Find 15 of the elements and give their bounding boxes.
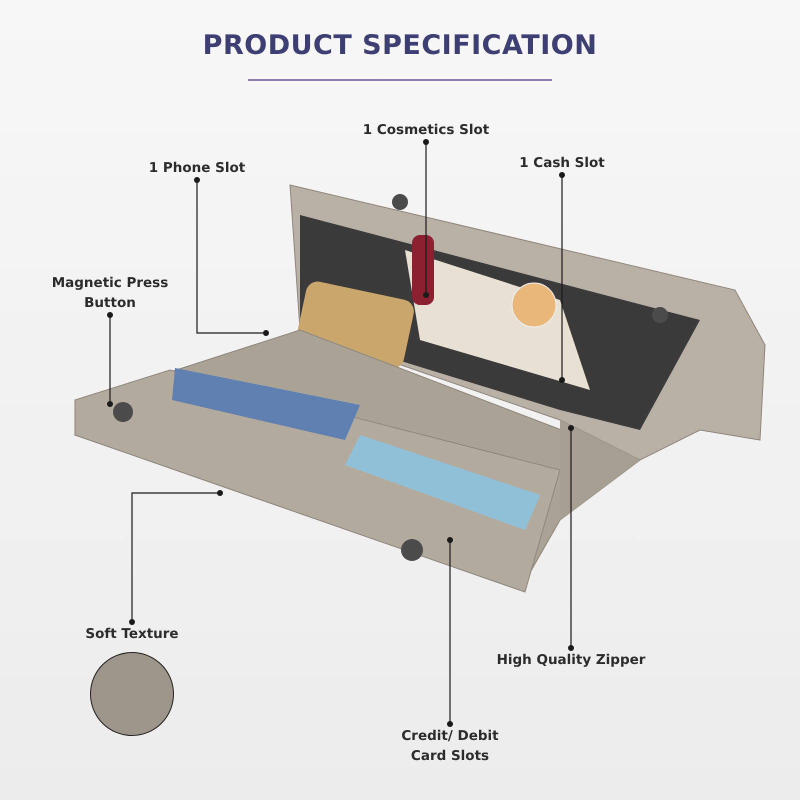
feature-label: Credit/ Debit Card Slots [400, 727, 500, 766]
feature-label: 1 Cash Slot [519, 154, 605, 173]
feature-label: High Quality Zipper [496, 651, 646, 670]
leader-line [559, 172, 565, 383]
leader-line [447, 537, 453, 727]
title: PRODUCT SPECIFICATION [202, 30, 598, 61]
feature-label: Magnetic Press Button [50, 274, 170, 313]
feature-label: 1 Cosmetics Slot [362, 121, 490, 140]
feature-label: 1 Phone Slot [148, 159, 246, 178]
feature-label: Soft Texture [85, 625, 179, 644]
leader-line [194, 177, 269, 336]
leader-line [568, 425, 574, 651]
leader-line [423, 139, 429, 298]
leader-line [129, 490, 223, 625]
leader-line [107, 312, 113, 407]
